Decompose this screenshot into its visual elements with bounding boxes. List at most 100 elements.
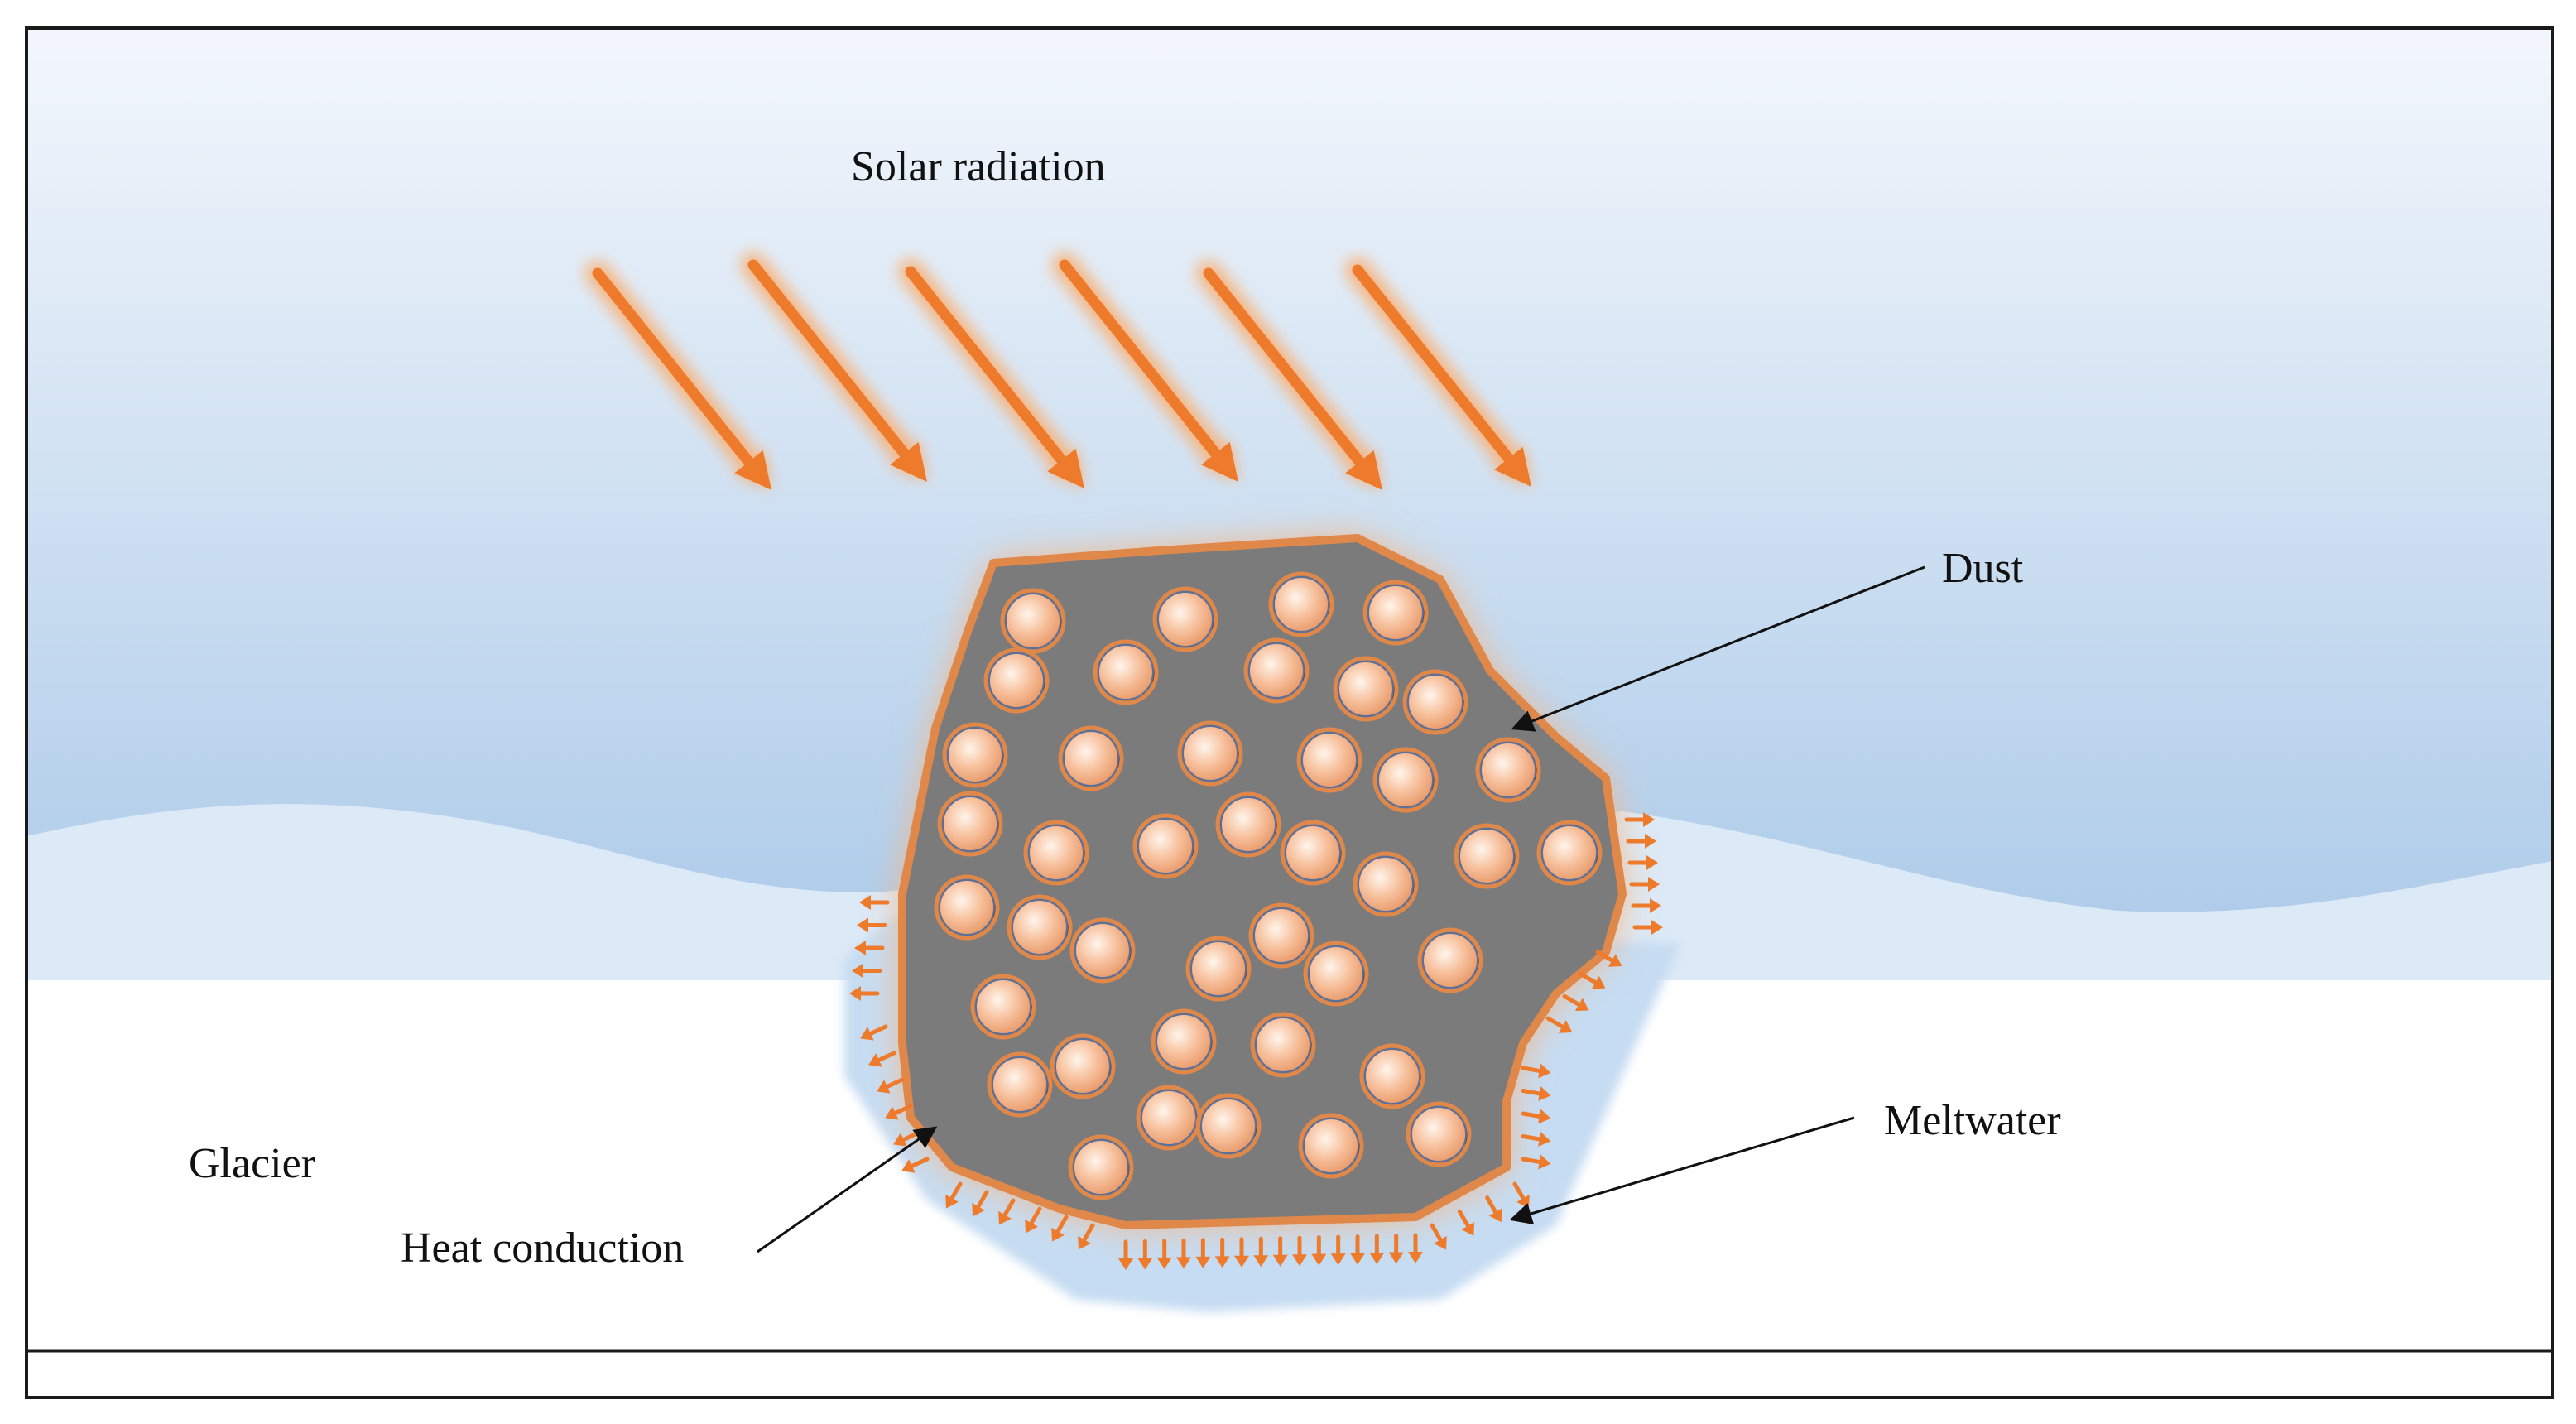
heat-arrow: [1521, 1132, 1551, 1147]
dust-particle: [934, 874, 1000, 941]
heat-arrow: [1408, 1233, 1423, 1263]
heat-arrow: [1624, 812, 1655, 827]
dust-particle: [1177, 720, 1243, 787]
dust-particle: [1068, 1134, 1134, 1200]
dust-particle: [1058, 725, 1124, 791]
heat-arrow: [1632, 920, 1663, 935]
dust-particle: [1195, 1093, 1262, 1159]
solar-ray-arrow: [741, 253, 927, 482]
heat-arrow: [1214, 1237, 1230, 1268]
dust-particle: [1000, 588, 1066, 654]
heat-arrow: [859, 895, 890, 910]
heat-arrow: [1457, 1209, 1475, 1236]
dust-particle: [1296, 727, 1362, 793]
heat-arrow: [1025, 1206, 1042, 1234]
heat-arrow: [1137, 1239, 1153, 1270]
dust-particle: [1136, 1085, 1202, 1151]
heat-conduction-label: Heat conduction: [401, 1224, 684, 1272]
dust-particle: [987, 1051, 1053, 1118]
heat-arrow: [1562, 993, 1589, 1012]
heat-arrow: [1485, 1195, 1502, 1223]
heat-arrow: [1156, 1239, 1172, 1269]
solar-radiation-label: Solar radiation: [851, 143, 1106, 190]
heat-arrow: [849, 986, 880, 1001]
dust-particle: [1333, 656, 1399, 722]
heat-arrow: [1253, 1236, 1269, 1268]
heat-arrow: [1311, 1235, 1327, 1266]
dust-particle: [1417, 927, 1483, 993]
outer-frame: [25, 26, 2554, 1399]
dust-particle: [1152, 586, 1218, 652]
heat-arrow: [1369, 1234, 1385, 1265]
dust-particle: [942, 722, 1008, 788]
dust-particle: [1093, 639, 1159, 705]
heat-arrow: [945, 1181, 963, 1209]
heat-arrow: [972, 1190, 989, 1217]
heat-conduction-pointer-arrow: [757, 1126, 938, 1253]
dust-particles: [934, 571, 1603, 1200]
heat-arrow: [1330, 1234, 1346, 1266]
meltwater-label: Meltwater: [1884, 1097, 2061, 1144]
dust-particle: [1353, 851, 1419, 917]
solar-ray-arrow: [898, 259, 1084, 488]
dust-particle: [1454, 823, 1520, 889]
dust-particle: [1298, 1113, 1364, 1179]
heat-arrow: [1388, 1234, 1404, 1264]
heat-arrow: [1521, 1086, 1551, 1101]
heat-arrow: [1545, 1016, 1573, 1033]
heat-arrow: [852, 963, 882, 979]
heat-arrow: [1272, 1236, 1288, 1267]
heat-arrow: [1430, 1223, 1447, 1250]
heat-arrow: [1350, 1234, 1365, 1265]
heat-arrow: [877, 1077, 905, 1094]
dust-particle: [1023, 820, 1089, 886]
dust-particle: [1050, 1033, 1116, 1099]
dust-particle: [1280, 820, 1346, 886]
dust-particle: [1359, 1043, 1425, 1109]
dust-particle: [1372, 747, 1439, 813]
heat-arrow: [1118, 1239, 1133, 1270]
dust-particle: [1069, 917, 1136, 984]
dust-particle: [1362, 580, 1429, 646]
dust-particle: [1250, 1012, 1316, 1078]
heat-arrow: [868, 1051, 896, 1067]
meltwater-pointer-arrow: [1509, 1116, 1855, 1225]
dust-particle: [1243, 637, 1310, 704]
solar-ray-arrow: [1052, 253, 1238, 482]
solar-ray-arrow: [1345, 257, 1531, 487]
heat-arrow: [1078, 1223, 1095, 1250]
heat-arrow: [1176, 1238, 1191, 1269]
heat-conduction-arrows: [849, 812, 1663, 1270]
solar-radiation-arrows: [585, 253, 1531, 490]
heat-arrow: [998, 1198, 1016, 1225]
dust-particle: [1402, 669, 1468, 735]
dust-particle: [937, 791, 1003, 857]
heat-arrow: [1292, 1235, 1307, 1267]
heat-arrow: [857, 917, 887, 933]
dust-particle: [1007, 894, 1073, 960]
dust-particle: [1268, 571, 1334, 637]
heat-arrow: [854, 941, 885, 955]
heat-arrow: [901, 1157, 930, 1173]
dust-particle: [1303, 941, 1369, 1007]
dust-particle: [1248, 902, 1314, 969]
heat-arrow: [1521, 1154, 1551, 1170]
heat-arrow: [1595, 950, 1622, 967]
dust-pointer-arrow: [1511, 565, 1925, 732]
dust-particle: [1185, 936, 1252, 1002]
heat-arrow: [1195, 1238, 1211, 1268]
heat-arrow: [1626, 834, 1656, 849]
dust-particle: [1406, 1101, 1472, 1167]
dust-particle: [983, 647, 1050, 714]
heat-arrow: [1051, 1215, 1069, 1242]
dust-particle: [970, 974, 1036, 1040]
heat-arrow: [1627, 855, 1658, 870]
heat-arrow: [1631, 898, 1661, 913]
dust-particle: [1475, 737, 1541, 803]
heat-arrow: [860, 1024, 888, 1041]
dust-particle: [1536, 820, 1603, 886]
heat-arrow: [1629, 877, 1660, 892]
heat-arrow: [1521, 1109, 1551, 1124]
solar-ray-arrow: [1196, 261, 1382, 490]
glacier-label: Glacier: [189, 1140, 315, 1187]
